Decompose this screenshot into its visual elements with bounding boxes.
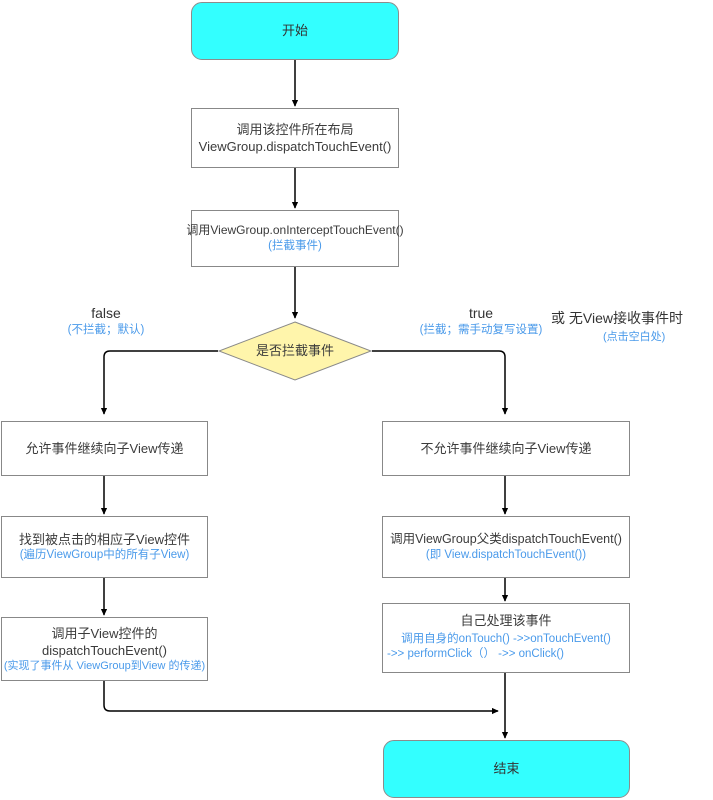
edge-label-false: false (不拦截；默认) [36,305,176,337]
node-start-label: 开始 [281,23,308,39]
edge-label-true-sub: (拦截；需手动复写设置) [419,323,543,336]
edge-label-true: true (拦截；需手动复写设置) [408,305,554,337]
node-allow-pass-line1: 允许事件继续向子View传递 [25,440,184,456]
node-dispatch-parent-line2: ViewGroup.dispatchTouchEvent() [198,139,392,154]
node-handle-self-line2: 调用自身的onTouch() ->>onTouchEvent() [401,633,611,646]
node-child-dispatch-line1: 调用子View控件的 [51,625,158,641]
edge-childdispatch-to-end [103,681,499,715]
decision-is-intercept[interactable]: 是否拦截事件 [218,321,372,381]
node-find-child-line1: 找到被点击的相应子View控件 [19,531,190,547]
edge-label-or-no-view: 或 无View接收事件时 [551,308,683,328]
node-end-label: 结束 [493,761,520,777]
edge-label-or-main: 或 无View接收事件时 [551,310,683,326]
edge-true-branch [372,350,509,415]
node-child-dispatch-touch-event[interactable]: 调用子View控件的 dispatchTouchEvent() (实现了事件从 … [1,617,208,681]
edge-label-or-sub: (点击空白处) [603,331,666,343]
node-find-child-view[interactable]: 找到被点击的相应子View控件 (遍历ViewGroup中的所有子View) [1,516,208,578]
edge-label-false-sub: (不拦截；默认) [67,323,145,336]
node-on-intercept-touch-event[interactable]: 调用ViewGroup.onInterceptTouchEvent() (拦截事… [186,210,404,267]
node-find-child-line2: (遍历ViewGroup中的所有子View) [19,548,190,561]
node-deny-pass-to-child[interactable]: 不允许事件继续向子View传递 [382,421,630,476]
node-super-dispatch-touch-event[interactable]: 调用ViewGroup父类dispatchTouchEvent() (即 Vie… [382,516,630,578]
decision-label: 是否拦截事件 [255,343,334,359]
node-start[interactable]: 开始 [191,2,399,60]
edge-false-branch [100,350,218,415]
node-dispatch-parent[interactable]: 调用该控件所在布局 ViewGroup.dispatchTouchEvent() [191,108,399,168]
edge-label-false-main: false [91,305,121,321]
edge-label-or-sub-wrap: (点击空白处) [603,327,665,344]
node-on-intercept-line2: (拦截事件) [268,239,322,252]
decision-diamond-shape [218,321,372,381]
node-super-dispatch-line2: (即 View.dispatchTouchEvent()) [425,548,587,561]
node-super-dispatch-line1: 调用ViewGroup父类dispatchTouchEvent() [390,532,622,547]
node-child-dispatch-line3: (实现了事件从 ViewGroup到View 的传递) [3,659,206,672]
node-allow-pass-to-child[interactable]: 允许事件继续向子View传递 [1,421,208,476]
node-dispatch-parent-line1: 调用该控件所在布局 [236,121,354,137]
node-on-intercept-line1: 调用ViewGroup.onInterceptTouchEvent() [186,223,404,237]
node-child-dispatch-line2: dispatchTouchEvent() [41,642,167,658]
node-end[interactable]: 结束 [383,740,630,798]
node-handle-event-self[interactable]: 自己处理该事件 调用自身的onTouch() ->>onTouchEvent()… [382,603,630,673]
node-handle-self-line1: 自己处理该事件 [460,613,552,628]
node-handle-self-line3: ->> performClick（） ->> onClick() [387,648,565,661]
edge-label-true-main: true [468,305,494,321]
node-deny-pass-line1: 不允许事件继续向子View传递 [420,440,592,456]
